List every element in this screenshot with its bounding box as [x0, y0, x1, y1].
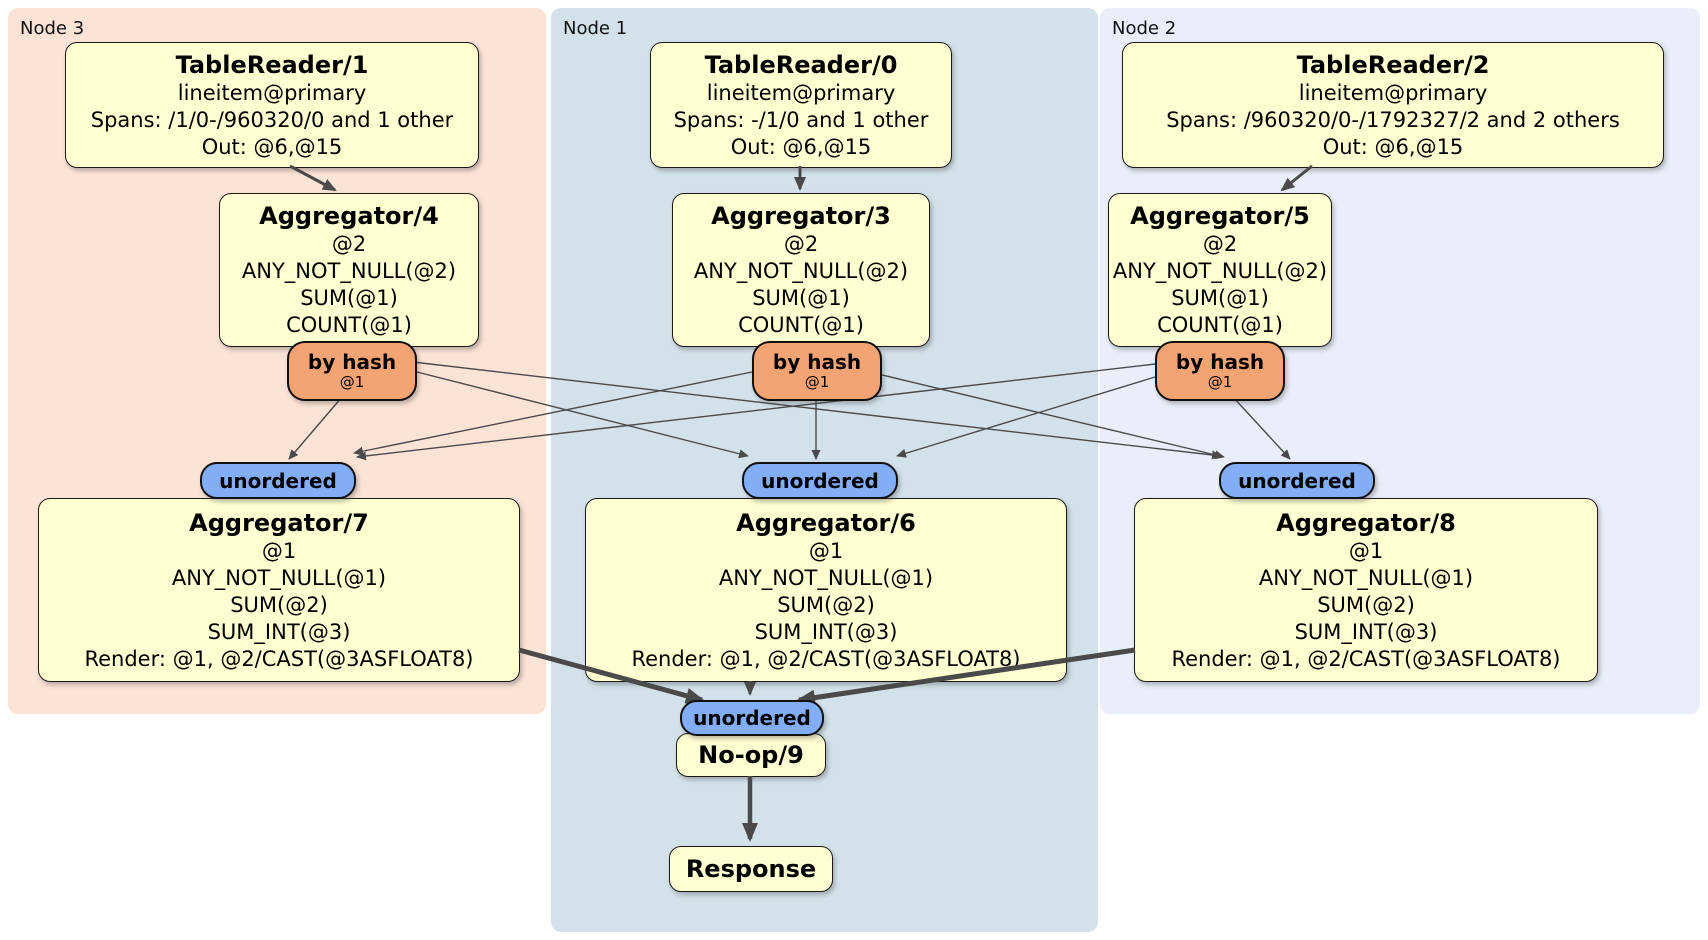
operator-detail: lineitem@primary	[177, 80, 367, 105]
operator-detail: ANY_NOT_NULL(@1)	[1258, 565, 1474, 590]
operator-render: Render: @1, @2/CAST(@3ASFLOAT8)	[84, 646, 474, 671]
router-label: by hash	[307, 350, 397, 374]
router-label: by hash	[772, 350, 862, 374]
operator-detail: lineitem@primary	[706, 80, 896, 105]
hash-router-node-3: by hash @1	[287, 341, 417, 401]
stream-label: unordered	[761, 468, 879, 493]
aggregator-7-box: Aggregator/7 @1 ANY_NOT_NULL(@1) SUM(@2)…	[38, 498, 520, 682]
operator-title: TableReader/0	[704, 50, 898, 79]
tablereader-2-box: TableReader/2 lineitem@primary Spans: /9…	[1122, 42, 1664, 168]
operator-render: Render: @1, @2/CAST(@3ASFLOAT8)	[631, 646, 1021, 671]
tablereader-0-box: TableReader/0 lineitem@primary Spans: -/…	[650, 42, 952, 168]
operator-detail: ANY_NOT_NULL(@1)	[171, 565, 387, 590]
aggregator-4-box: Aggregator/4 @2 ANY_NOT_NULL(@2) SUM(@1)…	[219, 193, 479, 347]
operator-detail: ANY_NOT_NULL(@2)	[1112, 259, 1328, 283]
operator-detail: SUM_INT(@3)	[1294, 619, 1438, 644]
response-box: Response	[669, 846, 833, 892]
region-node-1-label: Node 1	[563, 18, 628, 39]
operator-detail: SUM_INT(@3)	[207, 619, 351, 644]
operator-title: Response	[685, 855, 817, 883]
operator-title: Aggregator/5	[1130, 202, 1310, 230]
router-label: by hash	[1175, 350, 1265, 374]
operator-out: Out: @6,@15	[730, 134, 872, 159]
operator-detail: @1	[808, 538, 844, 563]
operator-out: Out: @6,@15	[201, 134, 343, 159]
operator-detail: SUM_INT(@3)	[754, 619, 898, 644]
router-arg: @1	[804, 373, 830, 391]
region-node-3-label: Node 3	[20, 18, 85, 39]
operator-detail: SUM(@2)	[230, 592, 328, 617]
aggregator-8-box: Aggregator/8 @1 ANY_NOT_NULL(@1) SUM(@2)…	[1134, 498, 1598, 682]
operator-detail: SUM(@2)	[1317, 592, 1415, 617]
operator-detail: @2	[1202, 232, 1238, 256]
region-node-2-label: Node 2	[1112, 18, 1177, 39]
stream-label: unordered	[1238, 468, 1356, 493]
operator-title: TableReader/2	[1296, 50, 1490, 79]
unordered-stream-final: unordered	[680, 700, 824, 736]
aggregator-3-box: Aggregator/3 @2 ANY_NOT_NULL(@2) SUM(@1)…	[672, 193, 930, 347]
router-arg: @1	[339, 373, 365, 391]
operator-spans: Spans: -/1/0 and 1 other	[673, 107, 929, 132]
operator-detail: COUNT(@1)	[738, 313, 864, 337]
operator-detail: COUNT(@1)	[1157, 313, 1283, 337]
unordered-stream-node-1: unordered	[742, 462, 898, 499]
hash-router-node-1: by hash @1	[752, 341, 882, 401]
operator-detail: lineitem@primary	[1298, 80, 1488, 105]
operator-detail: @1	[1348, 538, 1384, 563]
operator-detail: SUM(@1)	[1171, 286, 1269, 310]
router-arg: @1	[1207, 373, 1233, 391]
operator-detail: @1	[261, 538, 297, 563]
operator-detail: SUM(@1)	[300, 286, 398, 310]
operator-spans: Spans: /960320/0-/1792327/2 and 2 others	[1166, 107, 1620, 132]
operator-render: Render: @1, @2/CAST(@3ASFLOAT8)	[1171, 646, 1561, 671]
operator-detail: SUM(@1)	[752, 286, 850, 310]
aggregator-6-box: Aggregator/6 @1 ANY_NOT_NULL(@1) SUM(@2)…	[585, 498, 1067, 682]
operator-title: Aggregator/3	[711, 202, 891, 230]
operator-title: Aggregator/6	[736, 508, 916, 537]
hash-router-node-2: by hash @1	[1155, 341, 1285, 401]
aggregator-5-box: Aggregator/5 @2 ANY_NOT_NULL(@2) SUM(@1)…	[1108, 193, 1332, 347]
operator-detail: COUNT(@1)	[286, 313, 412, 337]
noop-9-box: No-op/9	[676, 733, 826, 777]
tablereader-1-box: TableReader/1 lineitem@primary Spans: /1…	[65, 42, 479, 168]
operator-title: Aggregator/8	[1276, 508, 1456, 537]
operator-detail: ANY_NOT_NULL(@2)	[693, 259, 909, 283]
operator-out: Out: @6,@15	[1322, 134, 1464, 159]
operator-detail: @2	[331, 232, 367, 256]
operator-detail: ANY_NOT_NULL(@2)	[241, 259, 457, 283]
stream-label: unordered	[219, 468, 337, 493]
stream-label: unordered	[693, 706, 811, 730]
operator-detail: ANY_NOT_NULL(@1)	[718, 565, 934, 590]
unordered-stream-node-3: unordered	[200, 462, 356, 499]
operator-title: TableReader/1	[175, 50, 369, 79]
operator-title: No-op/9	[698, 741, 804, 769]
operator-title: Aggregator/7	[189, 508, 369, 537]
unordered-stream-node-2: unordered	[1219, 462, 1375, 499]
operator-detail: @2	[783, 232, 819, 256]
operator-detail: SUM(@2)	[777, 592, 875, 617]
operator-title: Aggregator/4	[259, 202, 439, 230]
operator-spans: Spans: /1/0-/960320/0 and 1 other	[90, 107, 454, 132]
